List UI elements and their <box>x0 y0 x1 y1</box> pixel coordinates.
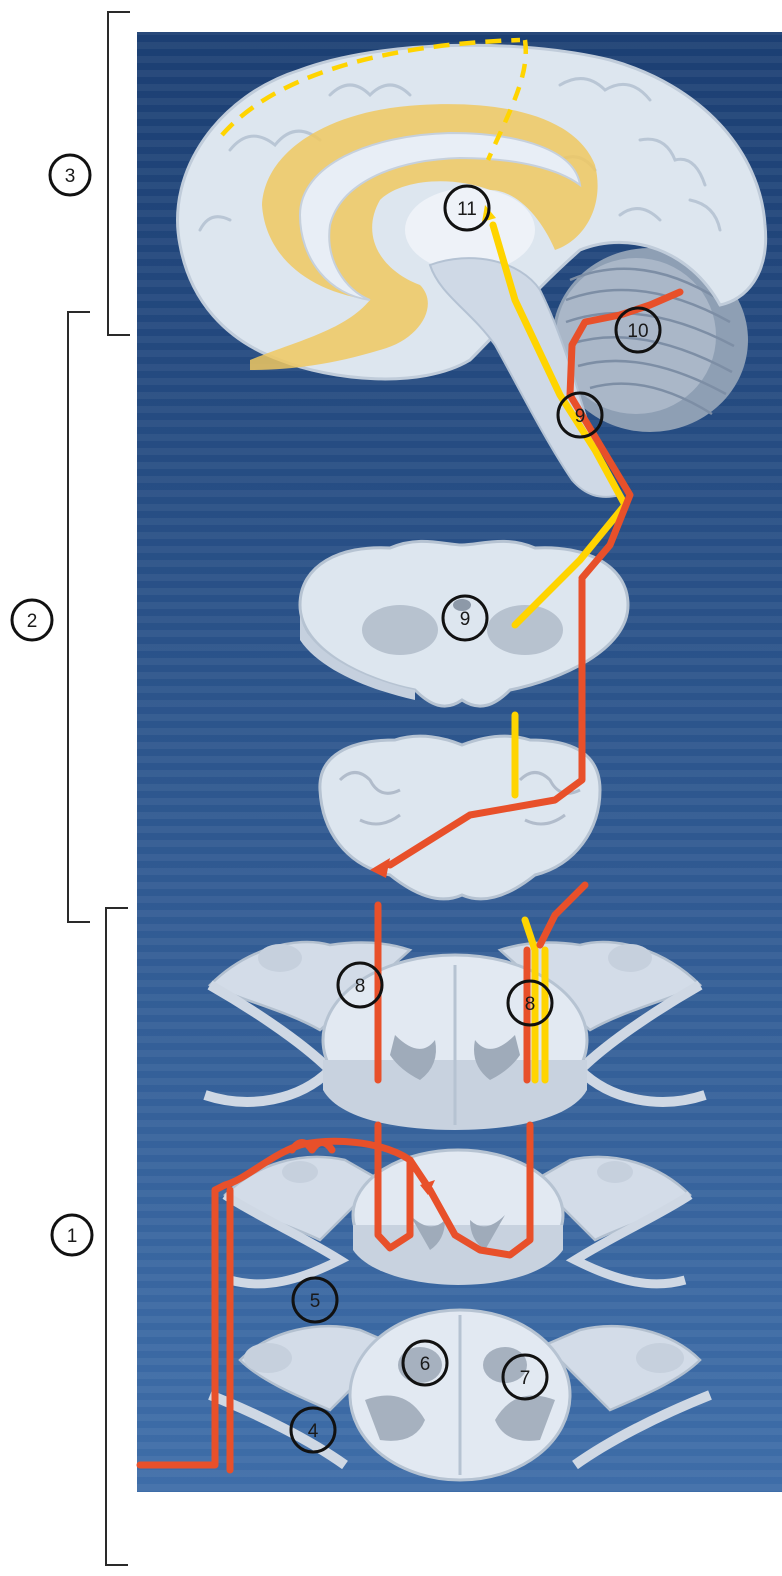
svg-text:7: 7 <box>520 1368 531 1389</box>
svg-text:10: 10 <box>627 321 648 342</box>
svg-text:1: 1 <box>67 1226 78 1247</box>
bracket-label-2: 2 <box>12 600 52 640</box>
svg-text:9: 9 <box>460 609 471 630</box>
svg-text:8: 8 <box>525 994 536 1015</box>
svg-text:4: 4 <box>308 1421 319 1442</box>
svg-text:2: 2 <box>27 611 38 632</box>
svg-text:9: 9 <box>575 406 586 427</box>
svg-text:11: 11 <box>457 199 477 220</box>
svg-text:3: 3 <box>65 166 76 187</box>
svg-text:5: 5 <box>310 1291 321 1312</box>
bracket-3 <box>108 12 130 335</box>
svg-text:6: 6 <box>420 1354 431 1375</box>
svg-text:8: 8 <box>355 976 366 997</box>
bracket-label-3: 3 <box>50 155 90 195</box>
bracket-2 <box>68 312 90 922</box>
bracket-label-1: 1 <box>52 1215 92 1255</box>
bracket-1 <box>106 908 128 1565</box>
